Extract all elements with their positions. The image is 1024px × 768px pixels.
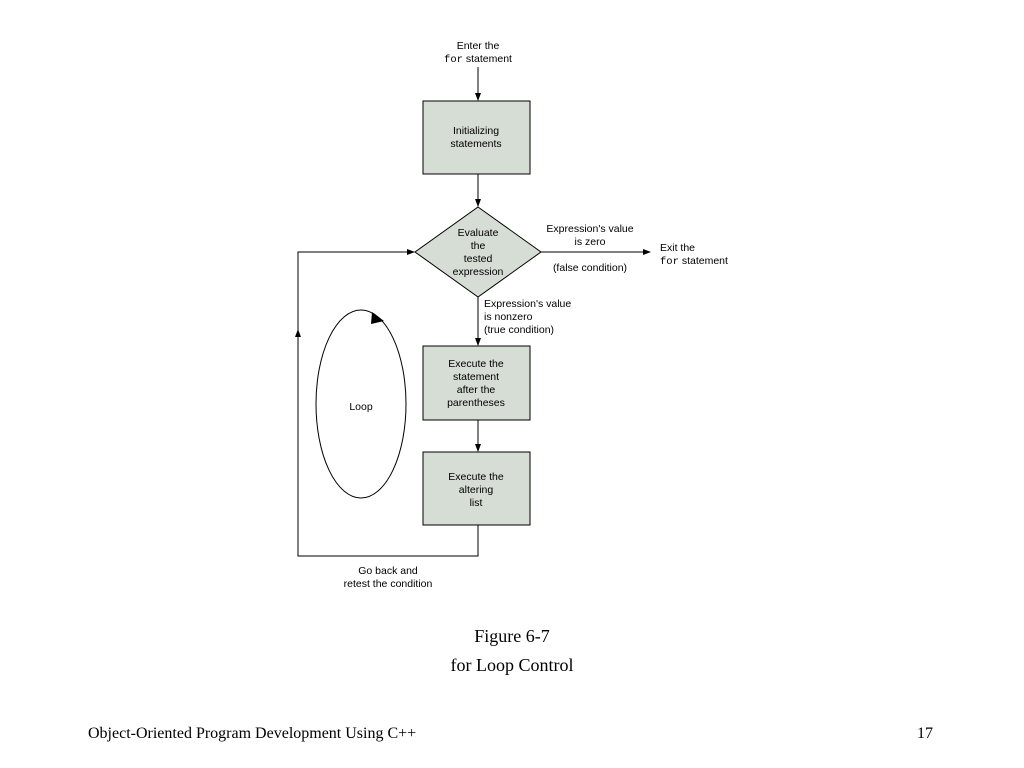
svg-text:Initializing: Initializing [453,125,499,137]
svg-text:Expression's value: Expression's value [546,223,633,235]
go-back-label: Go back and retest the condition [344,565,433,590]
execute-statement-box: Execute the statement after the parenthe… [422,345,531,421]
decision-diamond: Evaluate the tested expression [414,206,542,298]
svg-text:Expression's value: Expression's value [484,298,571,310]
svg-text:altering: altering [459,484,494,496]
svg-text:expression: expression [453,266,504,278]
svg-text:for statement: for statement [660,255,728,268]
altering-list-box: Execute the altering list [422,451,531,526]
svg-text:Evaluate: Evaluate [458,227,499,239]
zero-condition-label: Expression's value is zero (false condit… [546,223,633,274]
loop-back-top [297,249,415,334]
svg-text:after the: after the [457,384,496,396]
footer-title: Object-Oriented Program Development Usin… [88,725,417,742]
svg-text:Enter the: Enter the [457,40,500,52]
svg-text:(true condition): (true condition) [484,324,554,336]
svg-text:retest the condition: retest the condition [344,578,433,590]
svg-text:Loop: Loop [349,401,373,413]
nonzero-condition-label: Expression's value is nonzero (true cond… [484,298,571,336]
svg-text:(false condition): (false condition) [553,262,627,274]
loop-cycle-icon: Loop [315,309,407,499]
svg-text:is nonzero: is nonzero [484,311,533,323]
enter-label: Enter the for statement [444,40,512,66]
svg-text:statements: statements [450,138,501,150]
svg-text:parentheses: parentheses [447,397,505,409]
svg-text:Go back and: Go back and [358,565,418,577]
svg-text:is zero: is zero [575,236,606,248]
svg-text:tested: tested [464,253,493,265]
exit-label: Exit the for statement [660,242,728,268]
svg-text:list: list [470,497,483,509]
loop-back-path [295,329,479,557]
init-box: Initializing statements [422,100,531,175]
svg-text:statement: statement [453,371,499,383]
svg-text:for statement: for statement [444,53,512,66]
figure-number: Figure 6-7 [474,626,550,646]
svg-text:Execute the: Execute the [448,358,504,370]
figure-title: for Loop Control [450,655,574,675]
svg-text:the: the [471,240,486,252]
svg-text:Exit the: Exit the [660,242,695,254]
svg-text:Execute the: Execute the [448,471,504,483]
page-number: 17 [917,725,933,742]
